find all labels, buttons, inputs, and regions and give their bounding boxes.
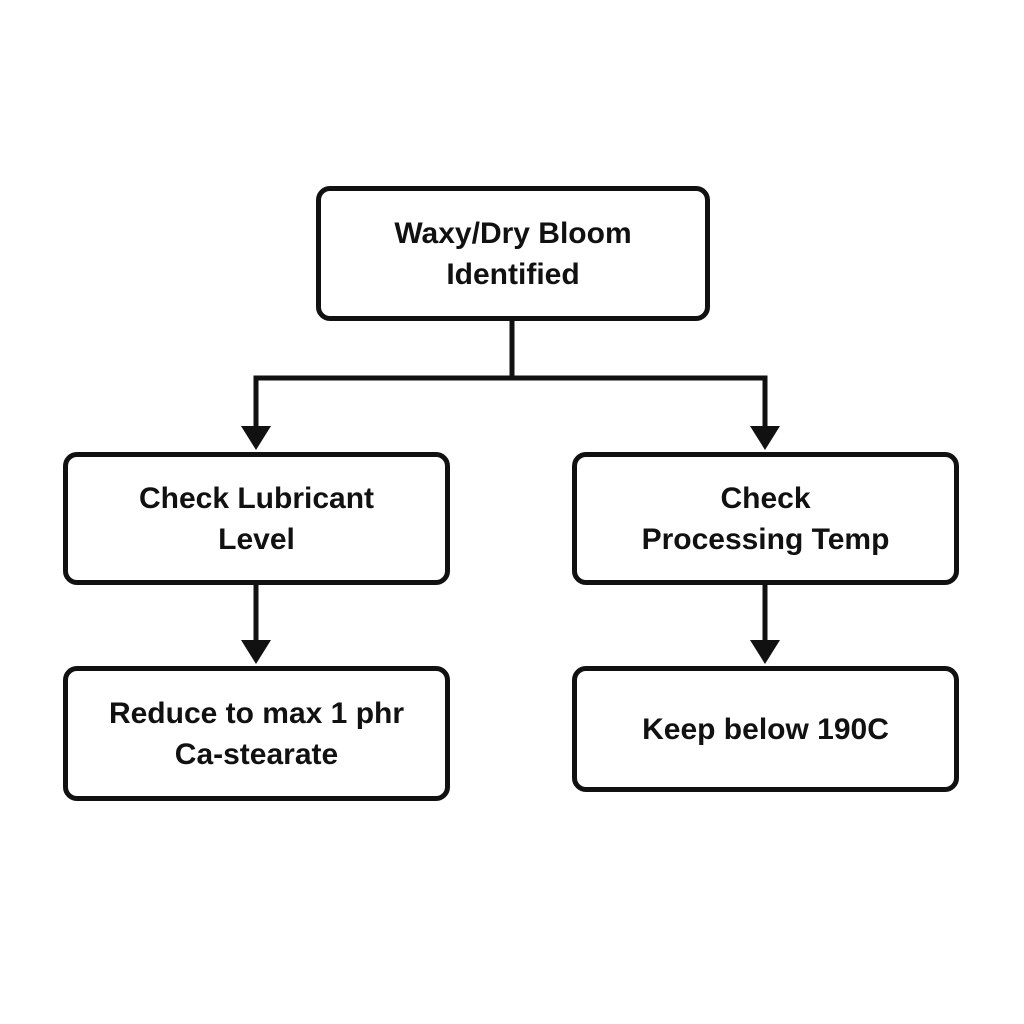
node-keep-line1: Keep below 190C [642, 712, 889, 746]
node-root-line1: Waxy/Dry Bloom [394, 216, 632, 250]
node-reduce-ca-stearate: Reduce to max 1 phr Ca-stearate [63, 666, 450, 801]
node-temperature-line1: Check [720, 481, 811, 515]
arrowhead-to-temperature [750, 426, 780, 450]
node-keep-below-190c: Keep below 190C [572, 666, 959, 792]
node-lubricant-line1: Check Lubricant [138, 481, 375, 515]
node-lubricant-line2: Level [218, 522, 295, 556]
arrowhead-to-keep [750, 640, 780, 664]
node-waxy-dry-bloom-identified: Waxy/Dry Bloom Identified [316, 186, 710, 321]
node-reduce-line2: Ca-stearate [174, 737, 339, 771]
node-check-processing-temp: Check Processing Temp [572, 452, 959, 585]
node-check-lubricant-level: Check Lubricant Level [63, 452, 450, 585]
node-temperature-line2: Processing Temp [641, 522, 890, 556]
arrowhead-to-lubricant [241, 426, 271, 450]
node-reduce-line1: Reduce to max 1 phr [108, 696, 405, 730]
node-root-line2: Identified [446, 257, 580, 291]
arrowhead-to-reduce [241, 640, 271, 664]
